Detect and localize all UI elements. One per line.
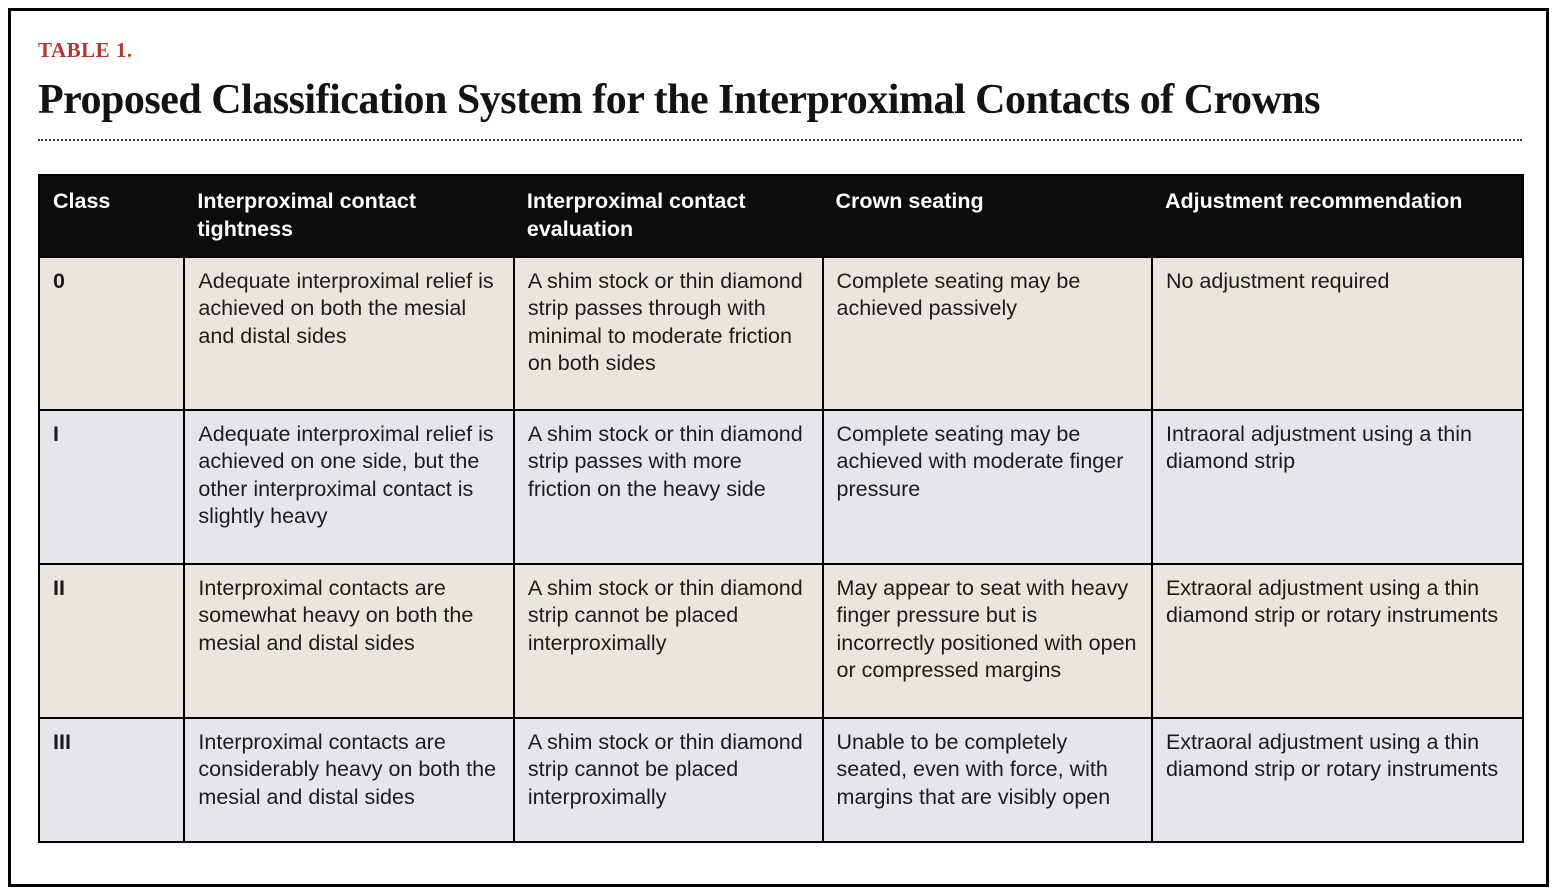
cell-adjustment: Extraoral adjustment using a thin diamon…: [1150, 717, 1523, 842]
column-header-seating: Crown seating: [822, 174, 1152, 257]
cell-evaluation: A shim stock or thin diamond strip canno…: [512, 717, 823, 842]
cell-class: I: [39, 409, 185, 564]
cell-evaluation: A shim stock or thin diamond strip passe…: [512, 256, 823, 410]
cell-seating: May appear to seat with heavy finger pre…: [821, 563, 1152, 718]
cell-seating: Unable to be completely seated, even wit…: [821, 717, 1152, 842]
dotted-divider: [38, 138, 1522, 141]
table-row-class-0: 0 Adequate interproximal relief is achie…: [39, 256, 1523, 410]
column-header-adjustment: Adjustment recommendation: [1151, 174, 1523, 257]
table-number-label: TABLE 1.: [38, 38, 133, 62]
cell-class: II: [39, 563, 185, 718]
column-header-class: Class: [39, 174, 185, 257]
cell-tightness: Adequate interproximal relief is achieve…: [183, 256, 514, 410]
article-table-figure: TABLE 1. Proposed Classification System …: [38, 38, 1524, 843]
cell-adjustment: Extraoral adjustment using a thin diamon…: [1150, 563, 1523, 718]
cell-seating: Complete seating may be achieved with mo…: [821, 409, 1152, 564]
column-header-evaluation: Interproximal contact evaluation: [513, 174, 823, 257]
cell-evaluation: A shim stock or thin diamond strip canno…: [512, 563, 823, 718]
cell-seating: Complete seating may be achieved passive…: [821, 256, 1152, 410]
cell-class: III: [39, 717, 185, 842]
table-row-class-1: I Adequate interproximal relief is achie…: [39, 409, 1523, 564]
cell-evaluation: A shim stock or thin diamond strip passe…: [512, 409, 823, 564]
cell-class: 0: [39, 256, 185, 410]
cell-tightness: Interproximal contacts are considerably …: [183, 717, 514, 842]
column-header-tightness: Interproximal contact tightness: [184, 174, 514, 257]
cell-adjustment: No adjustment required: [1150, 256, 1523, 410]
table-row-class-3: III Interproximal contacts are considera…: [39, 717, 1523, 842]
table-row-class-2: II Interproximal contacts are somewhat h…: [39, 563, 1523, 718]
table-header-row: Class Interproximal contact tightness In…: [39, 174, 1523, 257]
cell-tightness: Adequate interproximal relief is achieve…: [183, 409, 514, 564]
table-title: Proposed Classification System for the I…: [38, 77, 1321, 123]
cell-adjustment: Intraoral adjustment using a thin diamon…: [1150, 409, 1523, 564]
cell-tightness: Interproximal contacts are somewhat heav…: [183, 563, 514, 718]
classification-table: Class Interproximal contact tightness In…: [38, 173, 1524, 843]
